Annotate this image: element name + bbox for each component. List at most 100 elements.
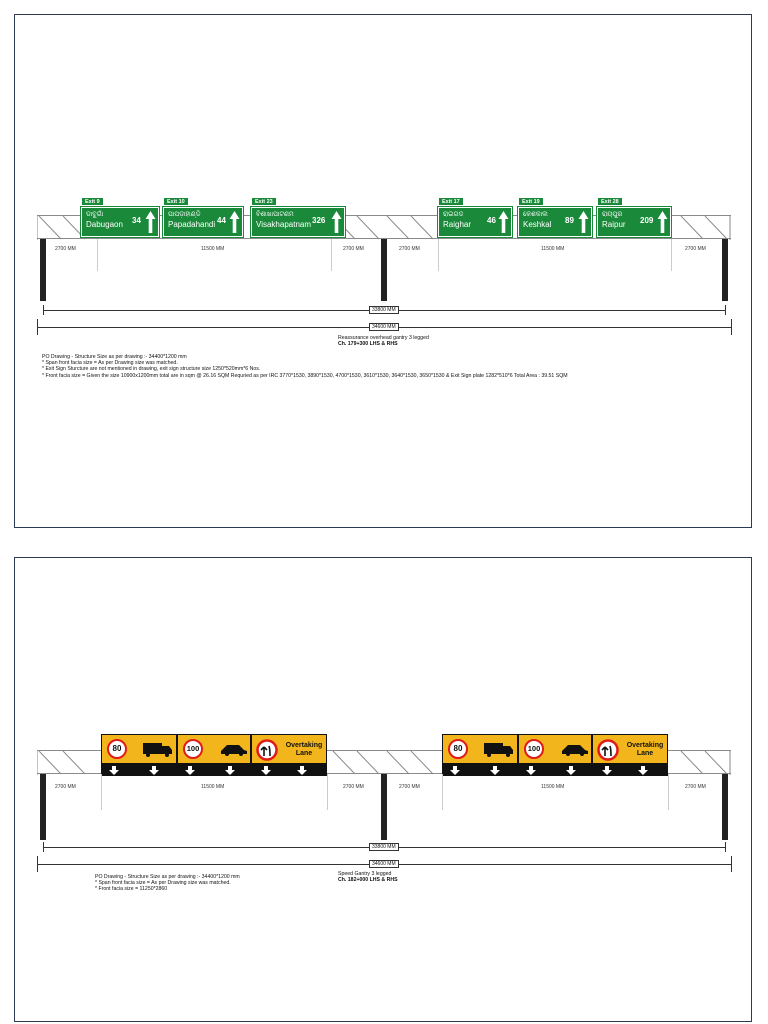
overtaking-label: Overtaking Lane xyxy=(623,742,667,758)
dim-tick xyxy=(725,842,726,852)
dim-side-center-left: 2700 MM xyxy=(343,246,364,252)
overtaking-line1: Overtaking xyxy=(285,742,323,749)
sign-local-name: ରାୟପୁର xyxy=(602,211,623,218)
sign-local-name: ରାଇଗଡ xyxy=(443,211,464,218)
ref-line xyxy=(668,774,669,810)
dim-tick xyxy=(731,319,732,335)
truss-lattice xyxy=(386,751,731,775)
arrow-up-icon xyxy=(145,211,156,233)
note-line: * Span front facia size = As per Drawing… xyxy=(95,880,231,887)
arrow-up-icon xyxy=(331,211,342,233)
gantry-post-left xyxy=(40,774,46,840)
ref-line xyxy=(671,239,672,271)
truck-icon xyxy=(143,743,172,757)
exit-tab: Exit 28 xyxy=(597,197,623,206)
note-line: * Span front facia size = As per Drawing… xyxy=(42,360,178,367)
dim-side-center-right: 2700 MM xyxy=(399,784,420,790)
direction-sign: ପାପଡ଼ାହାଣ୍ଡି Papadahandi 44 xyxy=(162,206,244,238)
truss-lattice xyxy=(37,216,380,240)
sign-local-name: ପାପଡ଼ାହାଣ୍ଡି xyxy=(168,211,201,218)
lane-arrow-bar xyxy=(101,764,327,776)
speed-sign-car: 100 xyxy=(518,734,592,764)
dim-side-left: 2700 MM xyxy=(55,784,76,790)
arrow-up-icon xyxy=(657,211,668,233)
direction-sign: ବିଶାଖାପାଟଣମ Visakhapatnam 326 xyxy=(250,206,346,238)
total-dimension-label: 34600 MM xyxy=(369,323,399,331)
sign-place-name: Papadahandi xyxy=(168,220,216,229)
sign-place-name: Raighar xyxy=(443,220,472,229)
dim-mid-left: 11500 MM xyxy=(201,246,225,252)
dim-tick xyxy=(43,842,44,852)
truss-lattice xyxy=(386,216,731,240)
dim-side-left: 2700 MM xyxy=(55,246,76,252)
dim-side-right: 2700 MM xyxy=(685,246,706,252)
arrow-up-icon xyxy=(578,211,589,233)
direction-sign: ରାଇଗଡ Raighar 46 xyxy=(437,206,513,238)
ref-line xyxy=(442,774,443,810)
dim-mid-left: 11500 MM xyxy=(201,784,225,790)
note-line: * Front facia size = Given the size 1090… xyxy=(42,372,568,379)
lane-arrows-right xyxy=(450,766,648,775)
sign-local-name: ଡାବୁଗାଁ xyxy=(86,211,104,218)
gantry-caption: Speed Gantry 3 legged Ch. 182+000 LHS & … xyxy=(338,871,398,883)
total-dimension-label: 34600 MM xyxy=(369,860,399,868)
ref-line xyxy=(327,774,328,810)
ref-line xyxy=(331,239,332,271)
dim-side-center-left: 2700 MM xyxy=(343,784,364,790)
drawing-notes: PO Drawing - Structure Size as per drawi… xyxy=(95,874,240,893)
speed-sign-car: 100 xyxy=(177,734,251,764)
overtaking-icon xyxy=(256,739,278,761)
direction-sign: ରାୟପୁର Raipur 209 xyxy=(596,206,672,238)
span-dimension-label: 33800 MM xyxy=(369,843,399,851)
ref-line xyxy=(97,239,98,271)
caption-title: Speed Gantry 3 legged xyxy=(338,871,392,877)
sign-distance: 326 xyxy=(312,216,326,225)
note-line: * Exit Sign Sturcture are not mentioned … xyxy=(42,366,261,373)
note-line: * Front facia size = 11250*2860 xyxy=(95,886,168,893)
caption-chainage: Ch. 179+300 LHS & RHS xyxy=(338,341,398,347)
truck-icon xyxy=(484,743,513,757)
dim-tick xyxy=(43,305,44,315)
exit-tab: Exit 10 xyxy=(163,197,189,206)
overtaking-icon xyxy=(597,739,619,761)
gantry-post-middle xyxy=(381,774,387,840)
car-icon xyxy=(221,745,247,756)
overtaking-lane-sign: Overtaking Lane xyxy=(251,734,327,764)
speed-sign-truck: 80 xyxy=(101,734,177,764)
dim-mid-right: 11500 MM xyxy=(541,246,565,252)
exit-tab: Exit 23 xyxy=(251,197,277,206)
overtaking-lane-sign: Overtaking Lane xyxy=(592,734,668,764)
dim-mid-right: 11500 MM xyxy=(541,784,565,790)
dim-tick xyxy=(725,305,726,315)
exit-tab: Exit 19 xyxy=(518,197,544,206)
dim-side-right: 2700 MM xyxy=(685,784,706,790)
direction-sign: କେଶକାଲ Keshkal 89 xyxy=(517,206,593,238)
speed-limit-icon: 100 xyxy=(183,739,203,759)
sign-distance: 44 xyxy=(217,216,226,225)
sign-place-name: Keshkal xyxy=(523,220,552,229)
overtaking-line1: Overtaking xyxy=(626,742,664,749)
gantry-post-left xyxy=(40,239,46,301)
gantry-post-middle xyxy=(381,239,387,301)
sign-place-name: Raipur xyxy=(602,220,626,229)
dim-side-center-right: 2700 MM xyxy=(399,246,420,252)
drawing-panel-reassurance-gantry: Exit 9 ଡାବୁଗାଁ Dabugaon 34 Exit 10 ପାପଡ଼… xyxy=(14,14,752,528)
note-line: PO Drawing - Structure Size as per drawi… xyxy=(42,354,187,360)
drawing-notes: PO Drawing - Structure Size as per drawi… xyxy=(42,354,568,379)
arrow-up-icon xyxy=(229,211,240,233)
note-line: PO Drawing - Structure Size as per drawi… xyxy=(95,874,240,880)
car-icon xyxy=(562,745,588,756)
exit-tab: Exit 9 xyxy=(81,197,104,206)
span-dimension-label: 33800 MM xyxy=(369,306,399,314)
overtaking-line2: Lane xyxy=(295,750,313,757)
sign-distance: 46 xyxy=(487,216,496,225)
overtaking-label: Overtaking Lane xyxy=(282,742,326,758)
sign-distance: 34 xyxy=(132,216,141,225)
caption-title: Reassurance overhead gantry 3 legged xyxy=(338,335,429,341)
sign-local-name: ବିଶାଖାପାଟଣମ xyxy=(256,211,294,218)
sign-distance: 89 xyxy=(565,216,574,225)
sign-distance: 209 xyxy=(640,216,654,225)
dim-tick xyxy=(37,856,38,872)
ref-line xyxy=(101,774,102,810)
overtaking-line2: Lane xyxy=(636,750,654,757)
